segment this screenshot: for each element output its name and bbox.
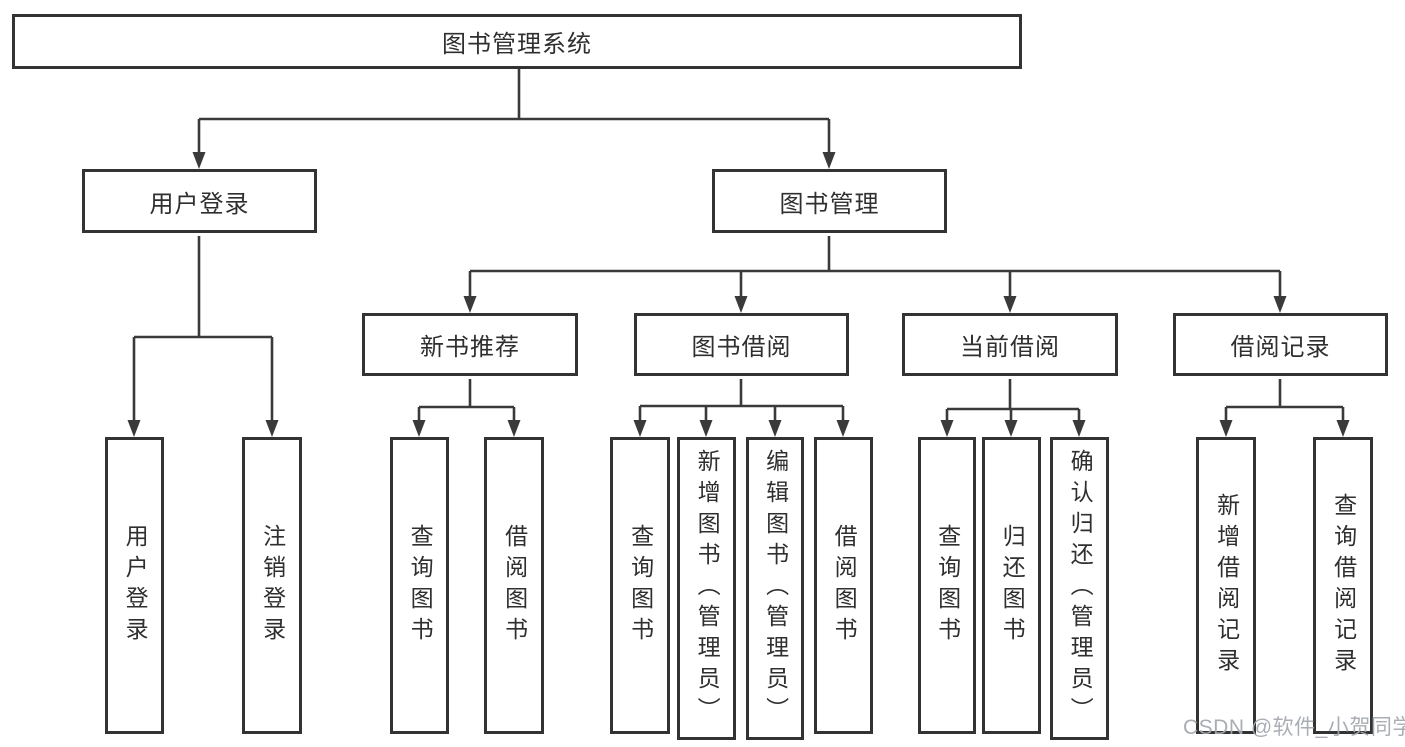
leaf-br-query-record-label: 查询借阅记录 [1330, 492, 1357, 679]
node-borrowing-records-label: 借阅记录 [1230, 334, 1331, 361]
leaf-bb-add-book-admin-label: 新增图书（管理员） [694, 449, 721, 728]
leaf-user-login: 用户登录 [105, 437, 164, 734]
leaf-cb-query-books: 查询图书 [918, 437, 976, 734]
leaf-bb-add-book-admin: 新增图书（管理员） [677, 437, 736, 740]
leaf-cb-confirm-return-admin-label: 确认归还（管理员） [1067, 449, 1094, 728]
connector-borrowing-records [1224, 379, 1345, 421]
connector-current-borrowing [945, 379, 1081, 421]
connector-new-book [417, 379, 516, 421]
node-current-borrowing-label: 当前借阅 [960, 334, 1060, 361]
connector-root [197, 69, 831, 153]
connector-book-borrowing [638, 379, 845, 421]
leaf-cb-confirm-return-admin: 确认归还（管理员） [1050, 437, 1109, 740]
node-book-borrowing-label: 图书借阅 [691, 334, 792, 361]
leaf-bb-edit-book-admin-label: 编辑图书（管理员） [762, 449, 789, 728]
leaf-bb-borrow-books: 借阅图书 [814, 437, 873, 734]
node-new-book-recommendation-label: 新书推荐 [420, 334, 520, 361]
node-user-login-label: 用户登录 [149, 190, 250, 218]
leaf-nbr-query-books-label: 查询图书 [407, 523, 434, 648]
node-new-book-recommendation: 新书推荐 [362, 313, 578, 376]
leaf-bb-query-books-label: 查询图书 [627, 523, 654, 648]
leaf-nbr-borrow-books-label: 借阅图书 [501, 523, 528, 648]
leaf-logout-label: 注销登录 [259, 523, 286, 648]
node-root: 图书管理系统 [12, 14, 1022, 69]
leaf-nbr-borrow-books: 借阅图书 [484, 437, 544, 734]
node-book-management: 图书管理 [712, 169, 947, 233]
watermark: CSDN @软件_小贺同学 [1183, 716, 1405, 739]
node-book-borrowing: 图书借阅 [634, 313, 849, 376]
leaf-cb-query-books-label: 查询图书 [934, 523, 961, 648]
connector-user-login [132, 236, 274, 421]
leaf-bb-query-books: 查询图书 [610, 437, 670, 734]
leaf-logout: 注销登录 [242, 437, 302, 734]
arrowheads [127, 152, 1350, 437]
leaf-br-add-record-label: 新增借阅记录 [1213, 492, 1240, 679]
connector-book-management [468, 236, 1282, 297]
leaf-br-add-record: 新增借阅记录 [1196, 437, 1256, 734]
node-book-management-label: 图书管理 [779, 190, 880, 218]
node-root-label: 图书管理系统 [442, 31, 592, 58]
leaf-nbr-query-books: 查询图书 [390, 437, 449, 734]
node-borrowing-records: 借阅记录 [1173, 313, 1388, 376]
leaf-bb-borrow-books-label: 借阅图书 [831, 523, 858, 648]
leaf-br-query-record: 查询借阅记录 [1313, 437, 1373, 734]
node-user-login: 用户登录 [82, 169, 317, 233]
leaf-user-login-label: 用户登录 [122, 523, 149, 648]
leaf-cb-return-books: 归还图书 [982, 437, 1041, 734]
leaf-cb-return-books-label: 归还图书 [999, 523, 1026, 648]
leaf-bb-edit-book-admin: 编辑图书（管理员） [746, 437, 804, 740]
node-current-borrowing: 当前借阅 [902, 313, 1118, 376]
